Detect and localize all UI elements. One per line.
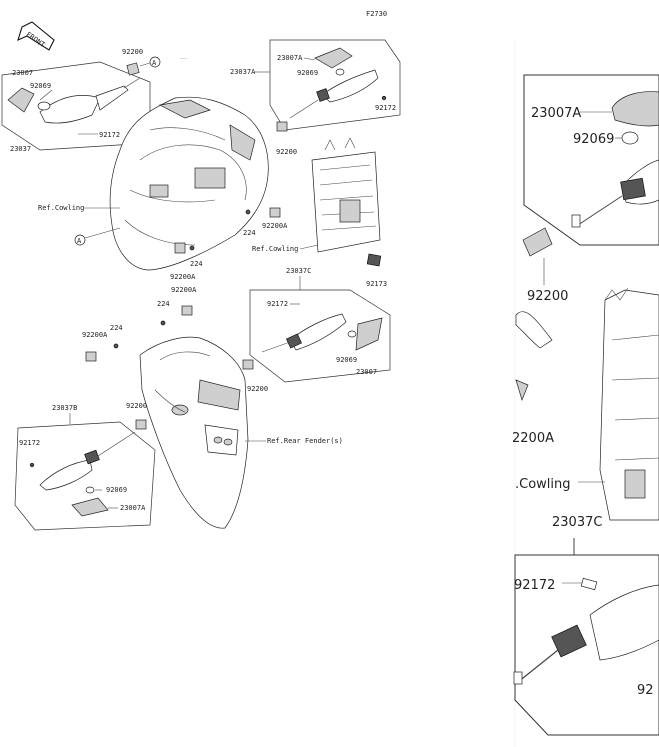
figure-code: F2730 [366, 10, 387, 18]
label-224-c: 224 [157, 300, 170, 308]
svg-text:———: ——— [180, 56, 188, 61]
label-92069-d: 92069 [106, 486, 127, 494]
clip-92200-c-icon [242, 359, 254, 370]
label-92069: 92069 [30, 82, 51, 90]
clip-92200A-c-icon [181, 305, 193, 316]
svg-text:A: A [152, 59, 157, 67]
label-23037A: 23037A [230, 68, 256, 76]
label-92172-d: 92172 [19, 439, 40, 447]
clip-92200-d-icon [135, 419, 147, 430]
zoom-label-ref-cowling: .Cowling [515, 477, 571, 492]
clip-92200-b-icon [276, 121, 288, 132]
zoom-label-92200: 92200 [527, 289, 568, 304]
svg-text:A: A [77, 237, 82, 245]
clip-92200A-b-icon [269, 207, 281, 218]
front-cowling-icon [109, 96, 269, 271]
zoom-label-92: 92 [637, 683, 654, 698]
label-92069-c: 92069 [336, 356, 357, 364]
label-23007A: 23007A [277, 54, 303, 62]
label-92200A-b: 92200A [262, 222, 288, 230]
rear-fender-icon [139, 336, 249, 529]
label-92200A-d: 92200A [82, 331, 108, 339]
label-92173: 92173 [366, 280, 387, 288]
group-23037B-frame [14, 421, 156, 531]
turn-signal-right-front-icon [289, 47, 387, 119]
label-92200-b: 92200 [276, 148, 297, 156]
label-ref-cowling: Ref.Cowling [38, 204, 84, 212]
turn-signal-right-rear-icon [261, 303, 383, 353]
bolt-224-icon [189, 245, 195, 251]
label-23007A-d: 23007A [120, 504, 146, 512]
label-ref-rear-fender: Ref.Rear Fender(s) [267, 437, 343, 445]
zoom-label-92069: 92069 [573, 132, 614, 147]
clip-92200A-icon [174, 242, 186, 254]
front-arrow-icon: FRONT [17, 21, 55, 51]
label-23007: 23007 [12, 69, 33, 77]
zoom-label-23007A: 23007A [531, 106, 581, 121]
bolt-224-b-icon [245, 209, 251, 215]
label-92172-b: 92172 [375, 104, 396, 112]
label-23037C: 23037C [286, 267, 311, 275]
callout-a-left: A [74, 227, 121, 246]
label-92200-c: 92200 [247, 385, 268, 393]
label-ref-cowling-2: Ref.Cowling [252, 245, 298, 253]
callout-a-top: A [139, 56, 161, 68]
turn-signal-left-front-icon [7, 62, 141, 135]
bolt-224-c-icon [160, 320, 166, 326]
zoom-label-92172: 92172 [514, 578, 555, 593]
group-23037C-frame [249, 289, 391, 383]
group-23037A-frame [269, 39, 401, 131]
clip-92200A-d-icon [85, 351, 97, 362]
zoom-label-23037C: 23037C [552, 515, 602, 530]
frame-bracket-icon [311, 137, 382, 267]
label-92200-d: 92200 [126, 402, 147, 410]
bolt-224-d-icon [113, 343, 119, 349]
label-23007-c: 23007 [356, 368, 377, 376]
label-224-d: 224 [110, 324, 123, 332]
turn-signal-left-rear-icon [29, 431, 136, 517]
label-92172-a: 92172 [99, 131, 120, 139]
zoom-inset [513, 40, 659, 747]
zoom-label-2200A: 2200A [512, 431, 554, 446]
label-92200A-c: 92200A [171, 286, 197, 294]
label-92172-c: 92172 [267, 300, 288, 308]
label-92200A-a: 92200A [170, 273, 196, 281]
label-92069-b: 92069 [297, 69, 318, 77]
label-92200-a: 92200 [122, 48, 143, 56]
label-224-a: 224 [190, 260, 203, 268]
label-224-b: 224 [243, 229, 256, 237]
label-23037: 23037 [10, 145, 31, 153]
label-23037B: 23037B [52, 404, 77, 412]
